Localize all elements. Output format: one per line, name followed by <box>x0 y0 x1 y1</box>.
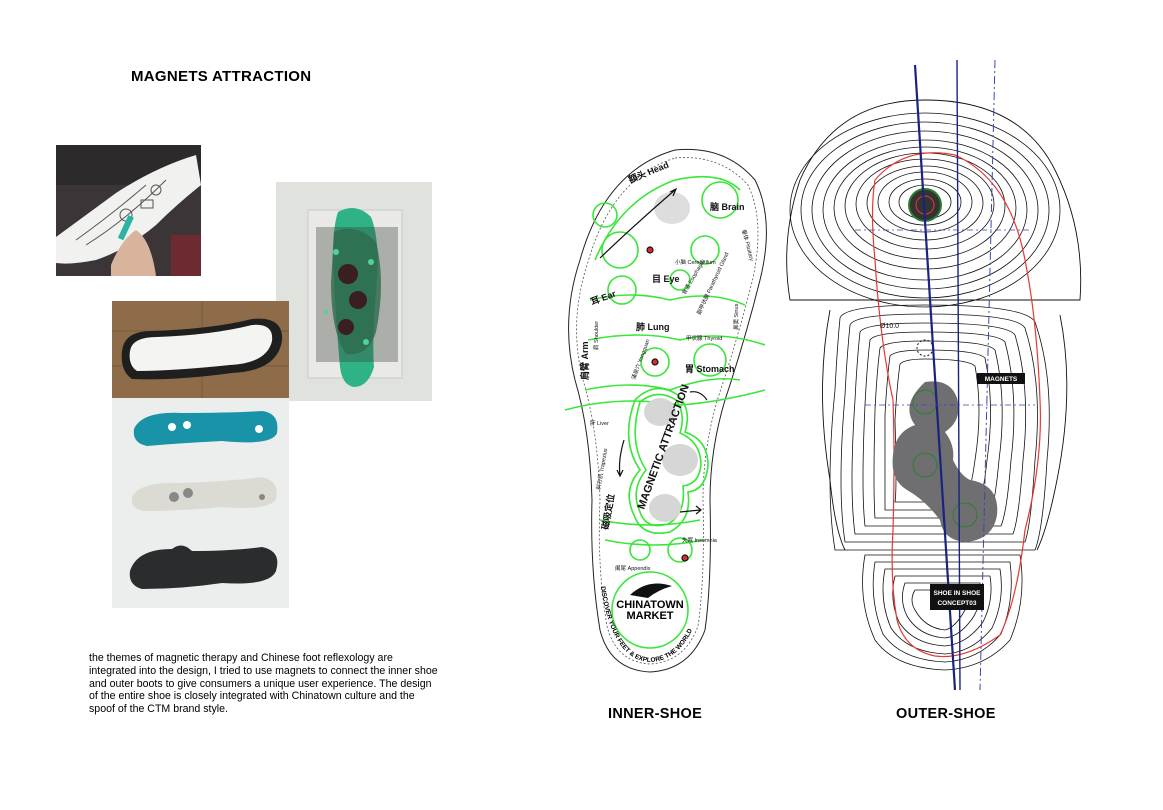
chinatown-market-logo: CHINATOWN MARKET <box>616 583 684 622</box>
magnets-tag: MAGNETS <box>977 373 1025 384</box>
zone-arm: 肩臂 Arm <box>579 341 590 381</box>
description-text: the themes of magnetic therapy and Chine… <box>89 652 438 716</box>
zone-insomnia: 失眠 Insomnia <box>682 536 718 544</box>
svg-text:CONCEPT03: CONCEPT03 <box>937 600 976 607</box>
zone-liver: 肝 Liver <box>590 420 609 427</box>
svg-text:MAGNETS: MAGNETS <box>985 376 1018 383</box>
svg-text:SHOE IN SHOE: SHOE IN SHOE <box>934 590 982 597</box>
outer-shoe-label: OUTER-SHOE <box>896 706 996 722</box>
inner-shoe-label: INNER-SHOE <box>608 706 703 722</box>
measure-label: Ø10.0 <box>880 323 899 330</box>
zone-trapezius: 斜方肌 Trapezius <box>594 447 609 490</box>
inner-shoe-outline <box>568 148 767 673</box>
page-title: MAGNETS ATTRACTION <box>131 68 312 85</box>
zone-appendix: 阑尾 Appendix <box>615 564 651 572</box>
photo-resin-insole <box>276 182 432 401</box>
outer-shoe-diagram: MAGNETS Ø10.0 SHOE IN SHOE CONCEPT03 <box>786 60 1082 691</box>
zone-shoulder: 肩 Shoulder <box>592 321 600 350</box>
magnet-zone <box>892 381 998 542</box>
zone-eye: 目 Eye <box>652 274 680 284</box>
zone-stomach: 胃 Stomach <box>685 364 735 374</box>
zone-ear: 耳 Ear <box>589 288 617 306</box>
zone-lung: 肺 Lung <box>636 321 670 332</box>
zone-magnet-position: 磁吸定位 <box>599 493 616 530</box>
photo-insole-layers <box>112 301 289 608</box>
concept-tag: SHOE IN SHOE CONCEPT03 <box>930 584 984 610</box>
inner-shoe-diagram: 額头 Head 脑 Brain 目 Eye 耳 Ear 肺 Lung 胃 Sto… <box>564 148 767 673</box>
svg-text:CHINATOWN: CHINATOWN <box>616 599 683 611</box>
photo-sock-drawing <box>56 145 201 276</box>
zone-sinus: 鼻窦 Sinus <box>732 303 740 330</box>
zone-brain: 脑 Brain <box>709 201 745 212</box>
zone-thyroid: 甲状腺 Thyroid <box>686 334 722 342</box>
svg-text:MARKET: MARKET <box>626 610 673 622</box>
zone-cerebellum: 小脑 Cerebellum <box>675 258 716 266</box>
zone-pituitary: 垂体 Pituitary <box>740 228 756 262</box>
